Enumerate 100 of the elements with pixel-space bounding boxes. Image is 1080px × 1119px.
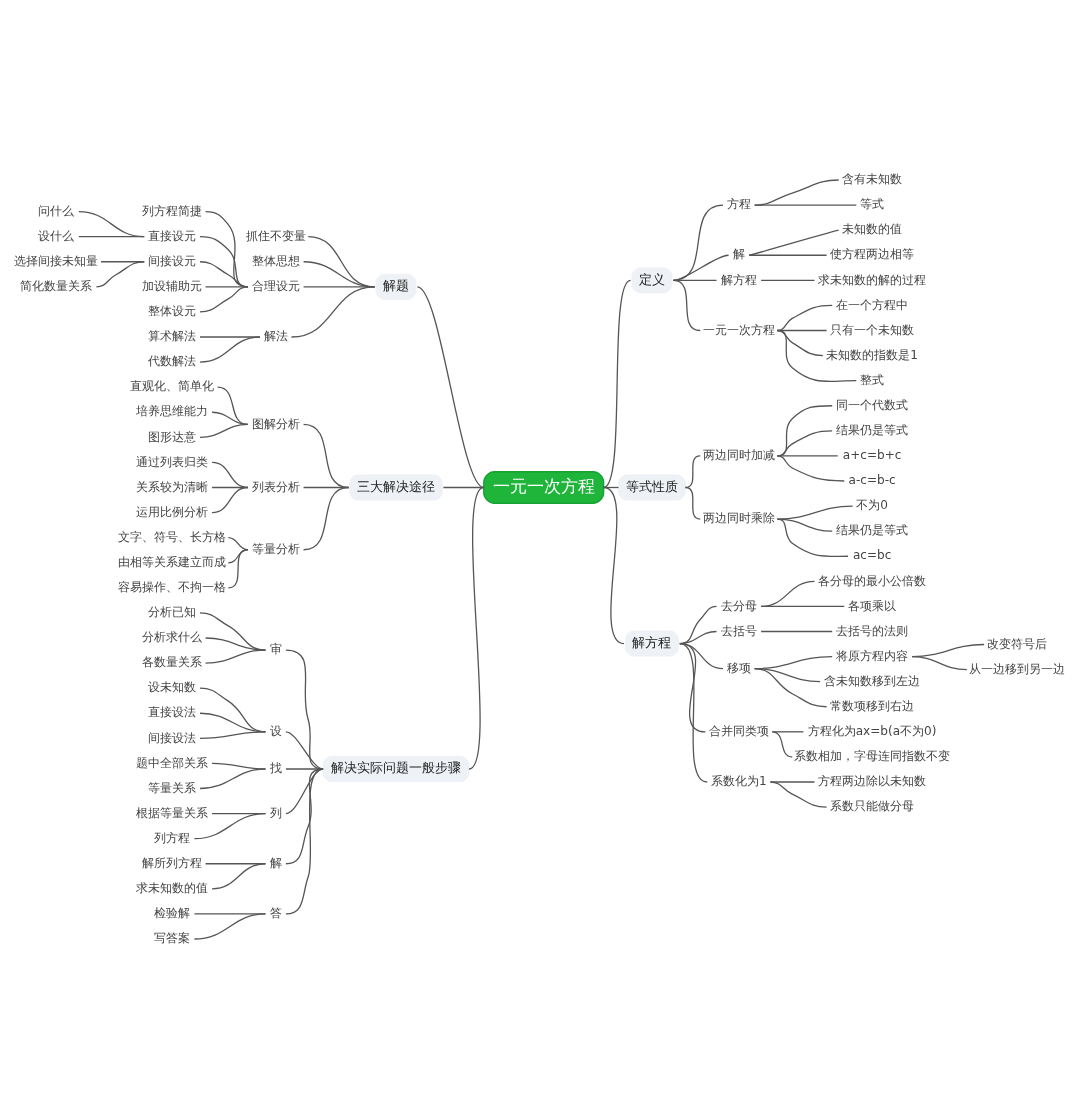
node-text: 题中全部关系 bbox=[136, 755, 209, 770]
node-text: 间接设法 bbox=[148, 730, 197, 745]
node-text: 检验解 bbox=[154, 906, 191, 921]
connector bbox=[290, 286, 376, 338]
node-text: 文字、符号、长方格 bbox=[118, 529, 227, 544]
node-text: 答 bbox=[269, 906, 282, 921]
node-text: 改变符号后 bbox=[987, 636, 1048, 651]
node-text: 找 bbox=[269, 761, 282, 776]
node-text: 方程化为ax=b(a不为0) bbox=[807, 723, 937, 738]
node-text: 去括号 bbox=[720, 623, 757, 638]
node-text: 整体设元 bbox=[148, 304, 197, 319]
node-text: 解 bbox=[732, 247, 745, 262]
node-text: 在一个方程中 bbox=[836, 297, 909, 312]
node-box: 解题 bbox=[375, 273, 417, 300]
node-text: 两边同时乘除 bbox=[702, 511, 775, 526]
node-text: 代数解法 bbox=[148, 354, 197, 369]
node-text: 结果仍是等式 bbox=[836, 422, 909, 437]
node-text: 直接设法 bbox=[148, 705, 197, 720]
connector bbox=[199, 336, 261, 363]
node-text: 系数相加，字母连同指数不变 bbox=[794, 749, 951, 764]
node-text: 等式 bbox=[860, 197, 885, 212]
node-text: 各分母的最小公倍数 bbox=[818, 573, 927, 588]
connector bbox=[285, 768, 324, 815]
connector bbox=[911, 655, 968, 671]
connector bbox=[199, 286, 249, 313]
node-text: 求未知数的解的过程 bbox=[818, 272, 927, 287]
node-text: 等量分析 bbox=[251, 541, 300, 556]
connector bbox=[199, 731, 267, 739]
node-text: 去分母 bbox=[720, 598, 757, 613]
connector bbox=[95, 261, 145, 288]
connector bbox=[193, 913, 267, 940]
connector bbox=[78, 210, 145, 238]
node-text: 两边同时加减 bbox=[702, 448, 775, 463]
connector bbox=[679, 642, 708, 783]
node-text: 常数项移到右边 bbox=[830, 698, 915, 713]
node-text: 系数化为1 bbox=[710, 774, 767, 789]
connector bbox=[776, 518, 849, 557]
node-text: 解 bbox=[269, 855, 282, 870]
node-text: 运用比例分析 bbox=[136, 504, 209, 519]
connector bbox=[204, 649, 267, 664]
connector bbox=[416, 286, 485, 489]
node-text: 等量关系 bbox=[148, 780, 197, 795]
connector bbox=[776, 455, 839, 457]
node-text: 未知数的指数是1 bbox=[826, 347, 918, 362]
connector bbox=[211, 863, 267, 890]
node-text: 设 bbox=[269, 723, 282, 738]
node-text: 求未知数的值 bbox=[136, 880, 209, 895]
connector bbox=[776, 329, 857, 383]
connector bbox=[771, 731, 793, 758]
node-text: 直接设元 bbox=[148, 228, 197, 243]
connector bbox=[78, 236, 145, 238]
node-box: 解方程 bbox=[625, 630, 679, 657]
node-text: 解法 bbox=[263, 329, 288, 344]
node-text: 将原方程内容 bbox=[836, 648, 909, 663]
node-text: 系数只能做分母 bbox=[830, 799, 915, 814]
connector bbox=[769, 781, 816, 783]
connector bbox=[760, 605, 845, 608]
connector bbox=[468, 486, 485, 770]
connector bbox=[776, 455, 845, 482]
node-text: 合理设元 bbox=[251, 279, 300, 293]
node-text: 合并同类项 bbox=[708, 723, 769, 738]
node-box: 定义 bbox=[631, 267, 673, 294]
node-text: 解所列方程 bbox=[142, 855, 203, 870]
node-text: 结果仍是等式 bbox=[836, 523, 909, 538]
node-text: 方程 bbox=[726, 197, 751, 212]
node-text: 列方程简捷 bbox=[142, 203, 203, 218]
node-text: 解方程 bbox=[720, 272, 757, 287]
node-box: 解决实际问题一般步骤 bbox=[322, 756, 470, 782]
connector bbox=[285, 649, 324, 770]
node-text: 从一边移到另一边 bbox=[969, 661, 1066, 676]
node-text: 未知数的值 bbox=[842, 222, 903, 237]
node-text: 移项 bbox=[726, 660, 751, 675]
node-text: 问什么 bbox=[38, 203, 75, 218]
node-text: 设未知数 bbox=[148, 680, 197, 695]
node-text: 各项乘以 bbox=[848, 598, 897, 613]
node-text: 含有未知数 bbox=[842, 172, 903, 187]
connector bbox=[285, 768, 324, 915]
node-text: 使方程两边相等 bbox=[830, 247, 915, 262]
node-text: 分析已知 bbox=[148, 605, 197, 620]
node-text: 关系较为清晰 bbox=[136, 479, 209, 494]
node-text: 设什么 bbox=[38, 228, 75, 243]
connector bbox=[285, 768, 324, 770]
node-text: 列方程 bbox=[154, 830, 191, 845]
connector bbox=[211, 411, 249, 425]
node-text: 分析求什么 bbox=[142, 630, 203, 645]
node-text: 间接设元 bbox=[148, 253, 197, 268]
node-text: a-c=b-c bbox=[848, 473, 896, 488]
connector bbox=[760, 630, 833, 633]
connector bbox=[769, 781, 828, 808]
node-text: 选择间接未知量 bbox=[14, 253, 99, 268]
node-text: 图解分析 bbox=[251, 416, 300, 431]
node-text: 审 bbox=[269, 642, 282, 657]
connector bbox=[672, 279, 701, 332]
node-text: 不为0 bbox=[856, 498, 888, 513]
node-text: 一元一次方程 bbox=[702, 322, 775, 337]
node-text: 容易操作、不拘一格 bbox=[118, 579, 227, 594]
connector bbox=[193, 812, 267, 840]
node-text: 直观化、简单化 bbox=[130, 379, 215, 394]
node-text: 只有一个未知数 bbox=[830, 322, 915, 337]
node-text: 简化数量关系 bbox=[20, 279, 93, 293]
